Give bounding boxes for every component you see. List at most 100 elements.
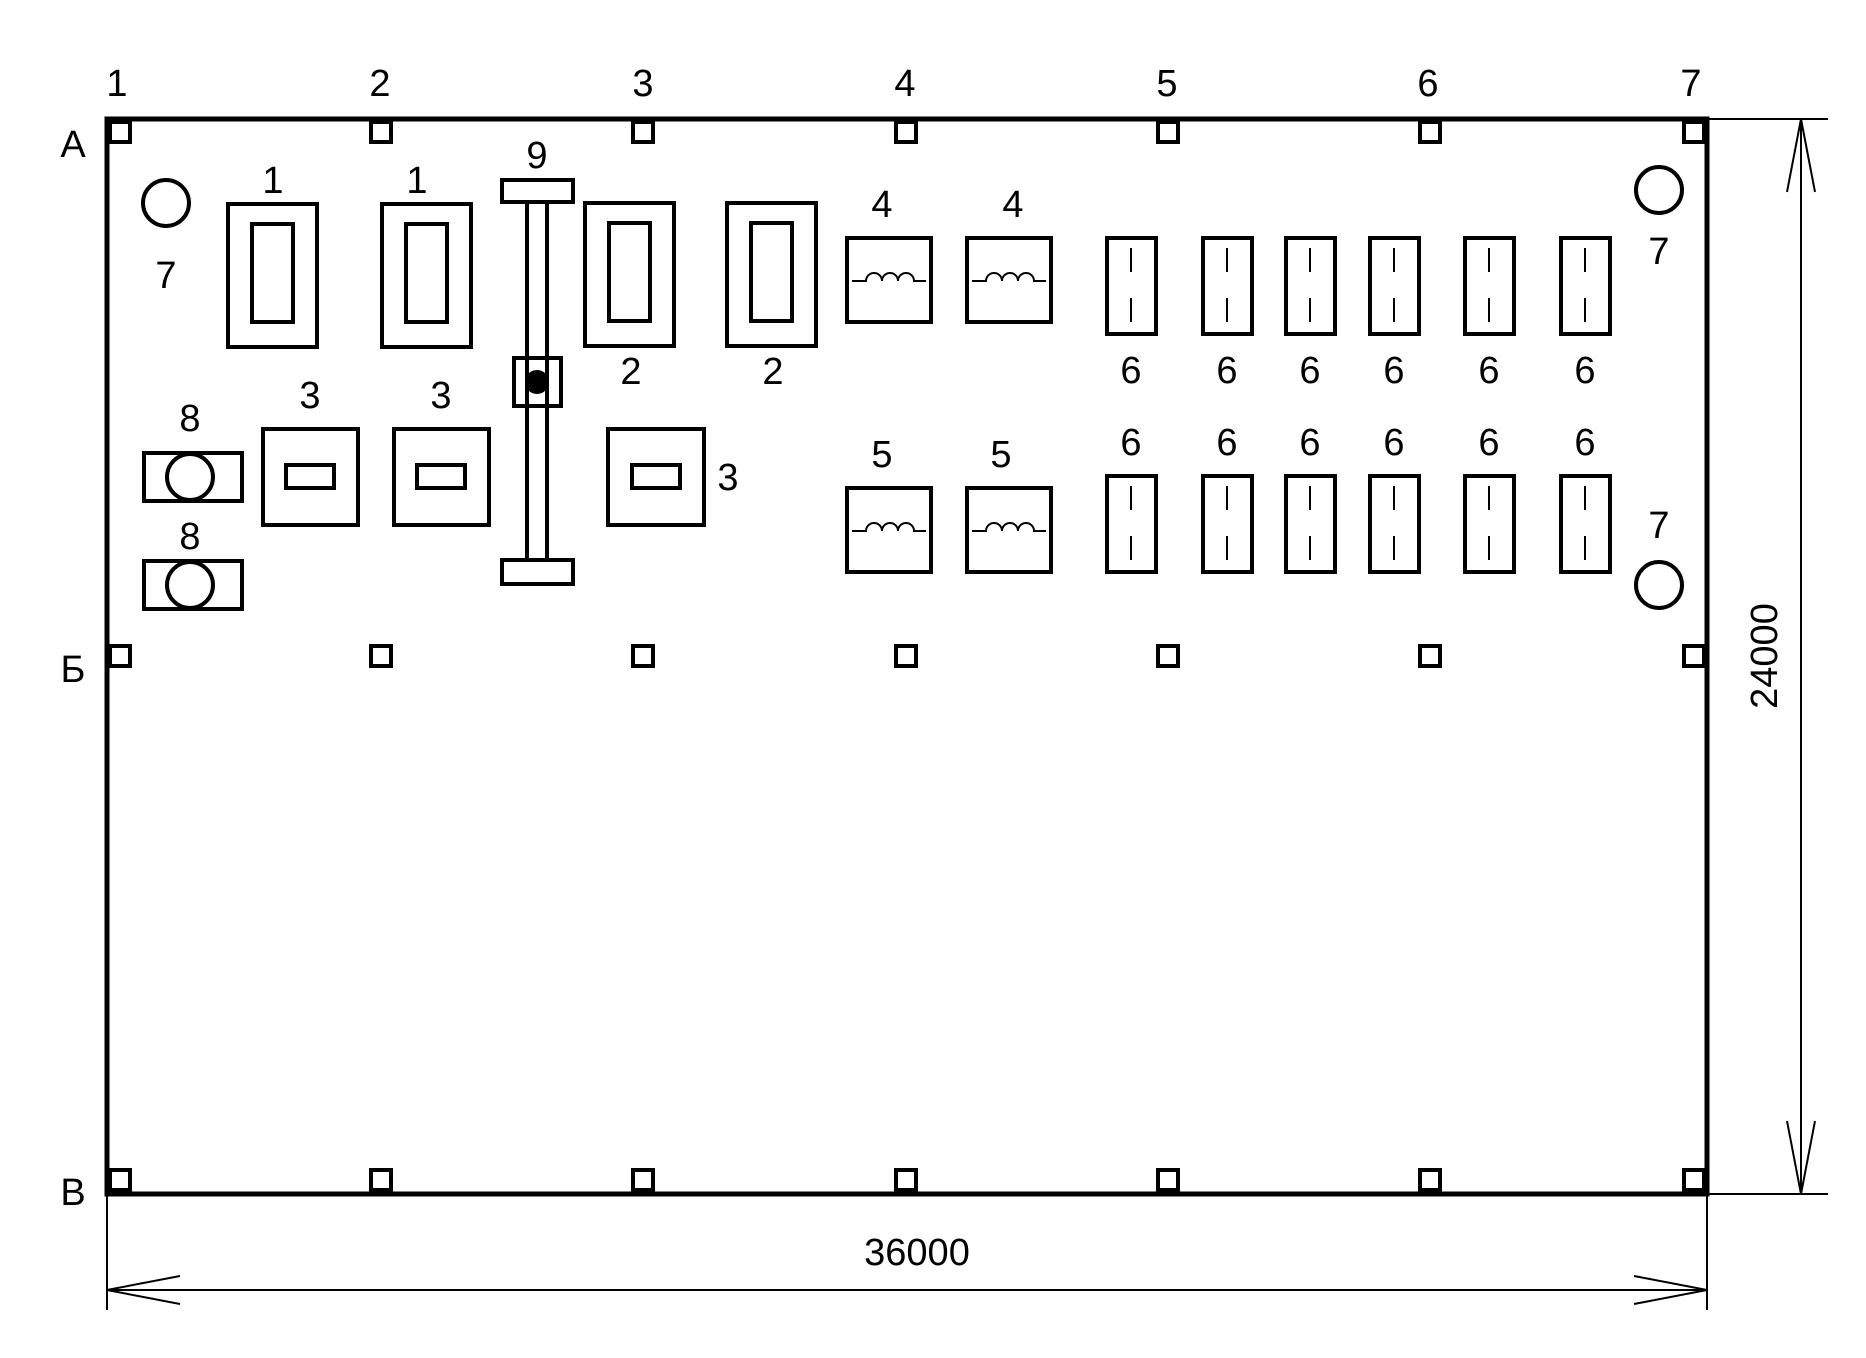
square-unit-label: 3 — [717, 457, 738, 499]
cabinet-label: 6 — [1216, 422, 1237, 464]
cabinet-label: 6 — [1216, 350, 1237, 392]
column-marker — [108, 1168, 132, 1192]
pump-label: 8 — [179, 516, 200, 558]
cabinet — [1105, 236, 1158, 336]
cabinet-label: 6 — [1574, 422, 1595, 464]
cabinet — [1559, 236, 1612, 336]
pump-motor — [165, 452, 215, 502]
cabinet-label: 6 — [1478, 350, 1499, 392]
coil-label: 4 — [1002, 184, 1023, 226]
square-unit-label: 3 — [430, 375, 451, 417]
coil-units-top: 4 4 — [845, 184, 1053, 324]
cabinet-label: 6 — [1120, 422, 1141, 464]
square-unit-label: 3 — [299, 375, 320, 417]
crane-beam: 9 — [500, 135, 575, 586]
square-unit-inner — [415, 463, 467, 490]
transformer-outer — [226, 202, 319, 349]
transformer-label: 1 — [406, 160, 427, 202]
transformer-outer — [583, 201, 676, 348]
column-label-3: 3 — [632, 63, 653, 105]
cabinet — [1559, 474, 1612, 574]
width-dimension-value: 36000 — [864, 1232, 970, 1274]
row-label-b: Б — [61, 649, 86, 691]
arrow-up-icon — [1786, 118, 1816, 193]
cabinet-label: 6 — [1478, 422, 1499, 464]
transformer-inner — [607, 221, 652, 323]
column-marker — [894, 1168, 918, 1192]
cabinet — [1463, 236, 1516, 336]
coil-box — [845, 236, 933, 324]
round-marker-label: 7 — [1648, 231, 1669, 273]
column-label-7: 7 — [1680, 63, 1701, 105]
round-marker-label: 7 — [1648, 505, 1669, 547]
column-label-6: 6 — [1417, 63, 1438, 105]
arrow-right-icon — [1633, 1275, 1708, 1305]
crane-trolley — [512, 356, 563, 408]
cabinet-label: 6 — [1120, 350, 1141, 392]
square-unit-inner — [284, 463, 336, 490]
cabinets-bottom-row: 6 6 6 6 6 6 — [1105, 422, 1612, 574]
column-label-2: 2 — [369, 63, 390, 105]
column-marker — [631, 120, 655, 144]
transformer-inner — [250, 222, 295, 324]
column-marker — [1156, 1168, 1180, 1192]
column-label-4: 4 — [894, 63, 915, 105]
pump-motor — [165, 560, 215, 610]
transformer-outer — [380, 202, 473, 349]
column-label-1: 1 — [106, 63, 127, 105]
coil-label: 5 — [990, 434, 1011, 476]
transformer-inner — [749, 221, 794, 323]
coil-units-bottom: 5 5 — [845, 434, 1053, 574]
square-unit-outer — [261, 427, 360, 527]
column-marker — [631, 644, 655, 668]
column-marker — [108, 644, 132, 668]
column-marker — [1682, 1168, 1706, 1192]
coil-label: 4 — [871, 184, 892, 226]
transformer-label: 1 — [262, 160, 283, 202]
cabinet — [1368, 474, 1421, 574]
column-marker — [631, 1168, 655, 1192]
column-marker — [369, 1168, 393, 1192]
cabinet-label: 6 — [1574, 350, 1595, 392]
square-unit-outer — [392, 427, 491, 527]
round-marker — [1634, 165, 1684, 215]
transformers-2: 2 2 — [583, 201, 818, 393]
column-marker — [1418, 120, 1442, 144]
cabinet-label: 6 — [1383, 422, 1404, 464]
coil-winding-icon — [972, 522, 1046, 532]
square-unit-outer — [606, 427, 706, 527]
column-marker — [1418, 644, 1442, 668]
height-dimension: 24000 — [1707, 118, 1828, 1195]
pump-base — [142, 451, 244, 503]
round-marker — [1634, 560, 1684, 610]
cabinet — [1201, 474, 1254, 574]
cabinet — [1284, 236, 1337, 336]
width-dimension: 36000 — [106, 1194, 1708, 1310]
crane-beam-top — [500, 178, 575, 204]
coil-label: 5 — [871, 434, 892, 476]
column-marker — [108, 120, 132, 144]
cabinet — [1368, 236, 1421, 336]
square-units: 3 3 3 — [261, 375, 739, 527]
column-marker — [369, 644, 393, 668]
crane-beam-label: 9 — [526, 135, 547, 177]
cabinet-label: 6 — [1383, 350, 1404, 392]
coil-box — [965, 486, 1053, 574]
transformer-outer — [725, 201, 818, 348]
cabinets-top-row: 6 6 6 6 6 6 — [1105, 236, 1612, 392]
pump-units: 8 8 — [142, 398, 244, 611]
row-axis-labels: А Б В — [60, 124, 86, 1214]
cabinet-label: 6 — [1299, 350, 1320, 392]
column-marker — [369, 120, 393, 144]
row-label-v: В — [60, 1172, 85, 1214]
row-label-a: А — [60, 124, 86, 166]
coil-box — [845, 486, 933, 574]
transformer-inner — [404, 222, 449, 324]
round-marker — [141, 178, 191, 228]
transformer-label: 2 — [762, 351, 783, 393]
coil-winding-icon — [852, 272, 926, 282]
coil-box — [965, 236, 1053, 324]
column-marker — [894, 120, 918, 144]
column-marker — [1682, 120, 1706, 144]
column-marker — [1418, 1168, 1442, 1192]
